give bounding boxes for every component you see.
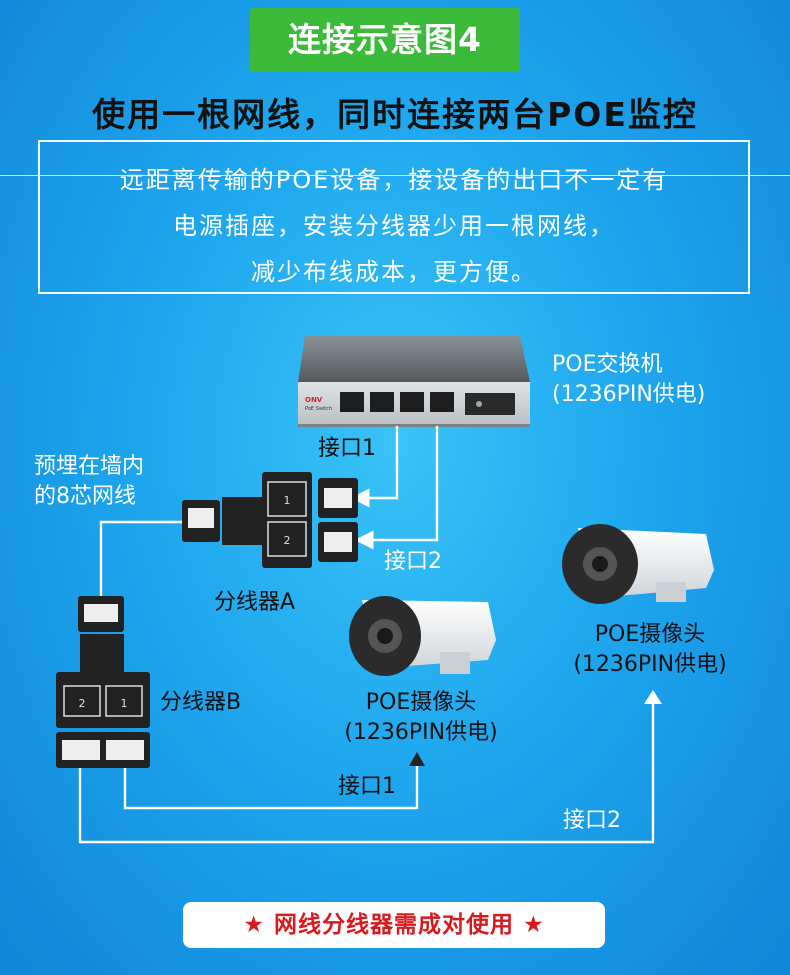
camera-left-mount	[440, 652, 470, 674]
splitter-a-port1-num: 1	[284, 494, 291, 507]
splitter-b-out-port	[106, 740, 144, 760]
bottom-port2-label: 接口2	[563, 808, 621, 833]
switch-port	[370, 392, 394, 412]
splitter-a-label: 分线器A	[214, 590, 296, 615]
splitter-a-slot	[267, 521, 307, 557]
splitter-b-out-port	[62, 740, 100, 760]
poe-switch: ONV PoE Switch	[298, 336, 530, 427]
splitter-a: 1 2	[182, 472, 358, 568]
switch-port	[400, 392, 424, 412]
splitter-b-slot	[63, 685, 101, 717]
splitter-b-input-port	[84, 604, 118, 622]
wall-cable-line2: 的8芯网线	[34, 483, 136, 509]
splitter-b-port1-num: 1	[121, 697, 128, 710]
diagram-title: 连接示意图4	[250, 8, 520, 72]
camera-left	[349, 596, 496, 676]
star-icon: ★	[523, 912, 545, 938]
cables	[78, 426, 655, 844]
splitter-b-label: 分线器B	[160, 690, 242, 715]
camera-left-label-line1: POE摄像头	[365, 690, 477, 715]
divider-line	[0, 175, 790, 176]
splitter-a-neck	[222, 497, 264, 545]
switch-port	[340, 392, 364, 412]
cable-bottom-port1	[123, 760, 419, 810]
splitter-a-port2-num: 2	[284, 534, 291, 547]
arrow-up-camera-left	[409, 752, 425, 766]
switch-port1-label: 接口1	[318, 436, 376, 461]
camera-right-mount	[656, 582, 686, 602]
wall-cable-label: 预埋在墙内 的8芯网线	[34, 452, 144, 511]
arrow-up-camera-right	[644, 690, 662, 704]
splitter-a-body	[262, 472, 312, 568]
camera-right-label: POE摄像头 (1236PIN供电)	[552, 620, 748, 679]
switch-ports	[340, 392, 515, 415]
switch-label-line2: (1236PIN供电)	[552, 381, 706, 407]
splitter-b-slot	[105, 685, 143, 717]
switch-label-line1: POE交换机	[552, 352, 663, 377]
switch-indicator	[476, 401, 482, 407]
wall-cable-line1: 预埋在墙内	[34, 454, 145, 479]
camera-right-lens-core	[592, 556, 608, 572]
switch-top	[298, 336, 530, 382]
splitter-b: 2 1	[56, 596, 150, 768]
camera-right-label-line2: (1236PIN供电)	[573, 651, 727, 677]
camera-right	[562, 524, 714, 604]
star-icon: ★	[243, 912, 265, 938]
description-line-2: 电源插座，安装分线器少用一根网线，	[173, 212, 615, 240]
switch-model: PoE Switch	[305, 406, 332, 412]
cable-wall	[99, 520, 182, 600]
headline: 使用一根网线，同时连接两台POE监控	[92, 95, 698, 134]
camera-left-lens-core	[377, 628, 393, 644]
camera-right-label-line1: POE摄像头	[594, 622, 706, 647]
splitter-b-body	[56, 672, 150, 728]
description-line-1: 远距离传输的POE设备，接设备的出口不一定有	[119, 166, 669, 194]
switch-port	[430, 392, 454, 412]
description-line-3: 减少布线成本，更方便。	[251, 258, 537, 286]
footer-text: 网线分线器需成对使用	[274, 912, 514, 938]
splitter-b-port2-num: 2	[79, 697, 86, 710]
switch-brand: ONV	[305, 396, 323, 404]
splitter-a-input-port	[188, 508, 214, 528]
splitter-a-out2-port	[324, 532, 352, 552]
camera-left-label-line2: (1236PIN供电)	[344, 719, 498, 745]
splitter-a-slot	[267, 481, 307, 517]
cable-switch-port2	[354, 426, 439, 550]
cable-bottom-port2	[78, 700, 655, 844]
splitter-a-out1-port	[324, 488, 352, 508]
footer-note: ★ 网线分线器需成对使用 ★	[183, 902, 605, 948]
camera-left-label: POE摄像头 (1236PIN供电)	[323, 688, 519, 747]
bottom-port1-label: 接口1	[338, 774, 396, 799]
description-box: 远距离传输的POE设备，接设备的出口不一定有 电源插座，安装分线器少用一根网线，…	[38, 140, 750, 294]
switch-base	[298, 424, 530, 427]
cable-switch-port1	[350, 426, 399, 508]
switch-fiber-port	[465, 393, 515, 415]
switch-label: POE交换机 (1236PIN供电)	[552, 350, 705, 409]
switch-port2-label: 接口2	[384, 549, 442, 574]
splitter-b-neck	[80, 634, 124, 674]
